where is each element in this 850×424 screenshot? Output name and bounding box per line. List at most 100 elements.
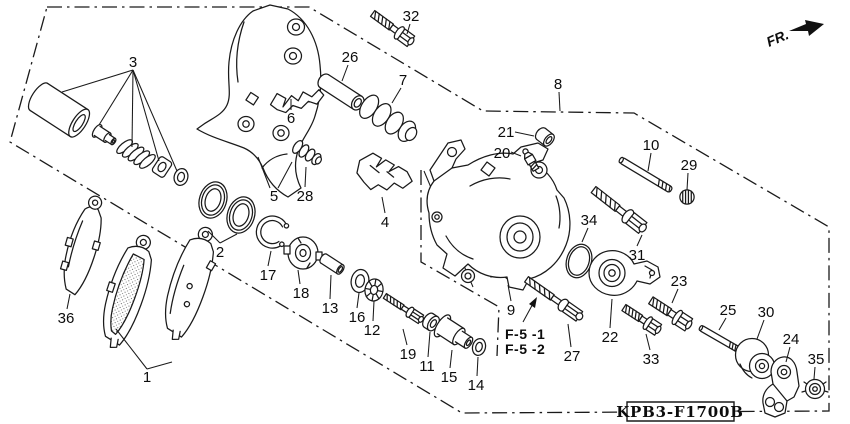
part-36-pad-shim [53, 192, 112, 298]
part-leader-32 [407, 24, 410, 34]
part-leader-17 [268, 251, 271, 266]
part-leader-3 [133, 70, 159, 161]
part-label-26: 26 [342, 49, 359, 66]
part-29-pin-plug [679, 189, 695, 205]
part-leader-2 [220, 234, 237, 243]
diagram-code-box: KPB3-F1700B [616, 402, 744, 421]
part-17-circlip [253, 213, 290, 251]
part-label-7: 7 [399, 72, 407, 89]
part-26-pin-bushing [314, 71, 368, 113]
part-leader-25 [719, 318, 726, 330]
part-label-27: 27 [564, 348, 581, 365]
part-label-19: 19 [400, 346, 417, 363]
direction-indicator: FR. [764, 20, 824, 50]
part-1-brake-pads [89, 221, 226, 353]
part-leader-24 [786, 347, 790, 362]
part-leader-35 [814, 367, 815, 379]
part-4-pad-spring [355, 149, 413, 192]
part-label-25: 25 [720, 302, 737, 319]
part-leader-27 [568, 324, 571, 347]
part-leader-2 [208, 231, 220, 243]
part-leader-3 [132, 70, 133, 147]
part-label-21: 21 [498, 124, 515, 141]
part-5-bracket [197, 5, 321, 197]
part-label-31: 31 [629, 247, 646, 264]
part-31-flange-bolt [588, 182, 651, 237]
part-leader-19 [403, 329, 407, 345]
part-35-flange-nut [802, 380, 828, 399]
part-leader-8 [559, 92, 560, 111]
part-label-13: 13 [322, 300, 339, 317]
part-leader-11 [428, 332, 430, 357]
part-leader-21 [515, 132, 534, 136]
part-27-flange-bolt [521, 273, 587, 325]
part-leader-36 [67, 294, 70, 309]
fr-label: FR. [764, 26, 791, 50]
part-leader-16 [357, 293, 359, 308]
part-label-5: 5 [270, 188, 278, 205]
part-label-33: 33 [643, 351, 660, 368]
part-label-36: 36 [58, 310, 75, 327]
part-label-32: 32 [403, 8, 420, 25]
part-label-23: 23 [671, 273, 688, 290]
part-leader-28 [305, 167, 306, 187]
part-leader-13 [330, 275, 331, 299]
code-box-frame [627, 402, 734, 421]
part-label-10: 10 [643, 137, 660, 154]
part-leader-5 [278, 162, 292, 188]
part-18-cover-cap [284, 237, 322, 269]
part-10-pad-pin [617, 155, 674, 194]
part-label-16: 16 [349, 309, 366, 326]
part-label-22: 22 [602, 329, 619, 346]
part-30-roller [736, 339, 775, 379]
part-label-17: 17 [260, 267, 277, 284]
part-leader-1 [147, 362, 172, 369]
part-label-35: 35 [808, 351, 825, 368]
section-ref-line-1: F-5 -1 [505, 326, 545, 342]
part-leader-31 [637, 235, 642, 246]
part-leader-3 [62, 70, 133, 92]
diagram-code: KPB3-F1700B [616, 403, 744, 421]
section-ref-arrowhead-icon [529, 297, 537, 308]
part-13-collar [318, 252, 346, 276]
part-22-brake-arm [589, 251, 660, 296]
section-reference: F-5 -1 F-5 -2 [505, 297, 545, 357]
part-leader-15 [450, 350, 452, 368]
part-leader-12 [373, 301, 374, 321]
part-label-4: 4 [381, 214, 389, 231]
f5-group-bracket-line [421, 170, 499, 356]
part-label-34: 34 [581, 212, 598, 229]
part-label-3: 3 [129, 54, 137, 71]
section-ref-line-2: F-5 -2 [505, 341, 545, 357]
fr-arrow-icon [789, 20, 824, 36]
part-leader-18 [298, 270, 300, 284]
part-leader-3 [99, 70, 133, 125]
part-leader-14 [477, 357, 478, 376]
part-label-24: 24 [783, 331, 800, 348]
part-8-caliper-body [427, 140, 570, 290]
part-label-28: 28 [297, 188, 314, 205]
part-leader-7 [392, 88, 401, 103]
group-boundary-chain-line [10, 7, 829, 413]
part-label-8: 8 [554, 76, 562, 93]
part-leader-29 [687, 173, 688, 190]
part-3-piston-set [23, 79, 191, 188]
part-leader-3 [133, 70, 177, 171]
part-leader-33 [646, 334, 650, 350]
part-label-1: 1 [143, 369, 151, 386]
part-label-9: 9 [507, 302, 515, 319]
part-7-pin-boot [355, 91, 424, 149]
part-19-adjusting-screw [381, 290, 427, 326]
part-label-2: 2 [216, 244, 224, 261]
part-leader-20 [511, 152, 521, 156]
part-label-18: 18 [293, 285, 310, 302]
part-leader-26 [342, 65, 348, 81]
part-leader-30 [757, 320, 764, 339]
part-label-11: 11 [419, 358, 435, 375]
part-label-6: 6 [287, 110, 295, 127]
part-label-15: 15 [441, 369, 458, 386]
part-leader-9 [508, 285, 511, 301]
